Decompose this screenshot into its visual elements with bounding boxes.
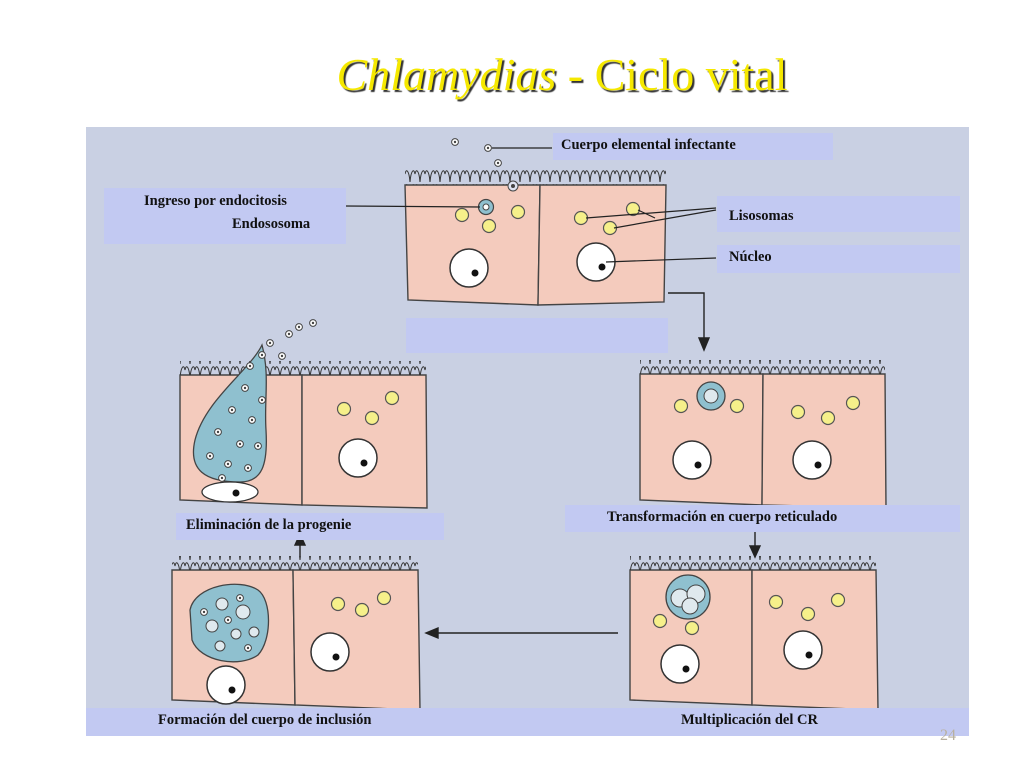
inclusion-bodies <box>200 594 260 652</box>
title-italic: Chlamydias <box>336 49 557 100</box>
cell-pair-inclusion <box>171 556 421 711</box>
cell-pair-transformation <box>639 360 887 509</box>
label-transformation: Transformación en cuerpo reticulado <box>565 505 960 532</box>
label-ingreso: Ingreso por endocitosis <box>144 193 287 209</box>
label-endocytosis: Ingreso por endocitosis Endososoma <box>104 188 346 244</box>
label-blank <box>406 318 668 353</box>
label-elimination: Eliminación de la progenie <box>176 513 444 540</box>
cell-pair-multiplication <box>629 556 879 711</box>
cell-pair-release <box>179 319 428 509</box>
page-number: 24 <box>940 727 956 744</box>
label-inclusion-formation: Formación del cuerpo de inclusión <box>86 708 526 736</box>
label-elemental-body: Cuerpo elemental infectante <box>553 133 833 160</box>
label-nucleus: Núcleo <box>717 245 960 273</box>
label-endososoma: Endososoma <box>232 216 311 232</box>
title-rest: - Ciclo vital <box>556 49 788 100</box>
pointer-lines <box>344 147 717 263</box>
label-lysosomes: Lisosomas <box>717 196 960 232</box>
label-multiplication: Multiplicación del CR <box>526 708 969 736</box>
cell-pair-top <box>404 138 667 306</box>
slide-title: Chlamydias - Ciclo vital <box>0 48 1024 101</box>
